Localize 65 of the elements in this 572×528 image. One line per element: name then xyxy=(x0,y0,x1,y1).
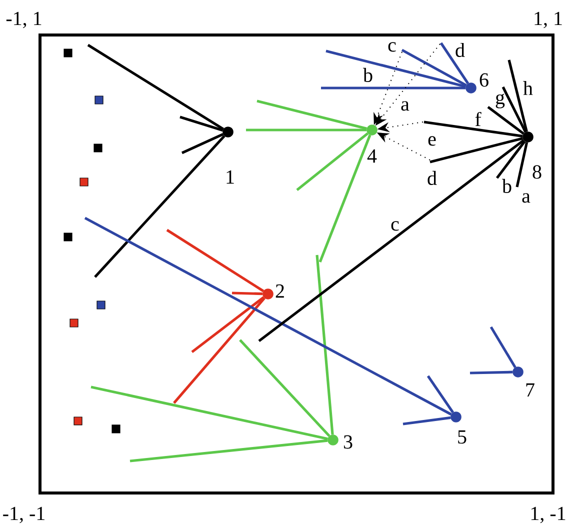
corner-label: 1, 1 xyxy=(534,12,562,28)
edge-label: e xyxy=(428,136,436,146)
edge-label: g xyxy=(496,94,505,108)
line xyxy=(326,50,466,88)
point-number: 4 xyxy=(367,149,377,163)
corner-label: -1, -1 xyxy=(3,506,44,524)
line xyxy=(84,216,452,416)
edge-label: b xyxy=(363,68,372,82)
line xyxy=(490,326,516,368)
data-point xyxy=(328,434,338,446)
point-number: 5 xyxy=(458,430,466,444)
edge-label: d xyxy=(428,170,437,186)
data-point xyxy=(512,366,524,378)
edge-label: f xyxy=(475,112,482,126)
data-point xyxy=(466,82,476,94)
point-number: 8 xyxy=(532,165,542,179)
line xyxy=(181,133,224,154)
line xyxy=(470,370,513,374)
line xyxy=(487,106,524,135)
line xyxy=(180,116,224,132)
line xyxy=(430,137,524,164)
line xyxy=(256,100,368,130)
edge-label: c xyxy=(388,42,396,52)
line xyxy=(508,60,528,132)
line xyxy=(402,416,451,426)
edge-label: h xyxy=(523,81,533,95)
line xyxy=(90,386,328,440)
corner-label: -1, 1 xyxy=(6,12,42,28)
data-point xyxy=(262,288,274,300)
line xyxy=(321,86,466,90)
point-number: 3 xyxy=(344,435,352,449)
edge-label: a xyxy=(522,193,530,203)
line xyxy=(316,254,334,435)
data-point xyxy=(222,126,234,138)
line xyxy=(239,339,330,437)
line xyxy=(440,42,470,84)
line xyxy=(401,48,467,87)
line xyxy=(424,120,523,138)
line xyxy=(130,439,328,462)
line xyxy=(426,375,454,414)
edge-label: c xyxy=(391,221,399,231)
point-number: 7 xyxy=(526,383,534,397)
line xyxy=(166,228,264,292)
line xyxy=(94,135,226,278)
line xyxy=(173,297,266,404)
line xyxy=(191,296,264,354)
line xyxy=(318,134,372,262)
point-number: 2 xyxy=(276,284,284,298)
edge-label: b xyxy=(502,178,512,194)
point-number: 6 xyxy=(480,73,488,87)
data-point xyxy=(450,412,462,422)
line xyxy=(296,132,369,191)
line xyxy=(502,86,527,133)
line xyxy=(258,139,524,342)
line xyxy=(87,44,224,130)
line xyxy=(516,142,528,188)
data-point xyxy=(366,124,378,136)
point-number: 1 xyxy=(226,170,234,184)
line xyxy=(232,292,263,296)
line xyxy=(496,140,526,179)
corner-label: 1, -1 xyxy=(531,506,566,524)
edge-label: d xyxy=(456,42,465,58)
line xyxy=(246,128,367,132)
edge-label: a xyxy=(401,101,410,111)
data-point xyxy=(522,132,534,142)
